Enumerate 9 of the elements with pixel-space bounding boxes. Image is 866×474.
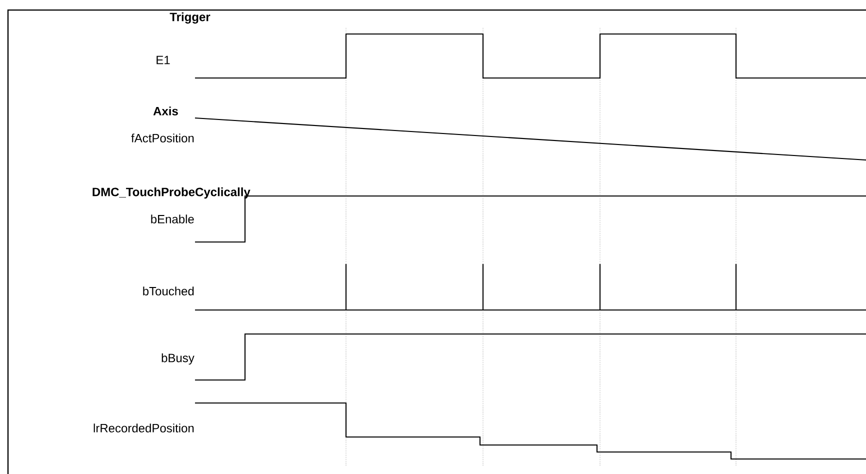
- signal-label: bBusy: [162, 353, 194, 365]
- signal-label: bTouched: [143, 286, 194, 296]
- signal-label: fActPosition: [131, 134, 194, 142]
- signal-label: DMC_TouchProbeCyclically: [92, 187, 250, 199]
- signal-label: Axis: [153, 106, 178, 116]
- signal-label: E1: [156, 56, 170, 64]
- signal-label: Trigger: [170, 12, 210, 24]
- signal-label: lrRecordedPosition: [94, 424, 194, 432]
- signal-label: bEnable: [151, 214, 194, 224]
